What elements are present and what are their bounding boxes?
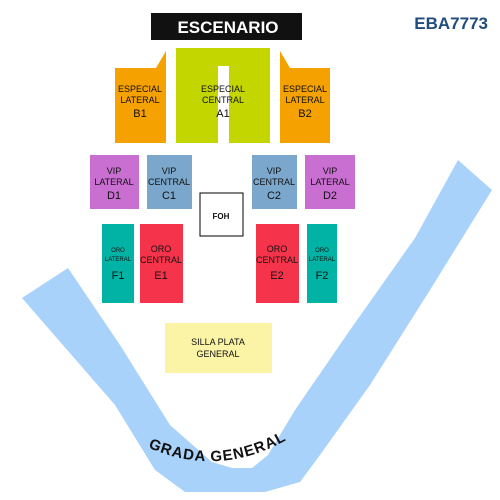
zone-b1-line1: ESPECIAL <box>118 84 162 94</box>
zone-f1-line2: LATERAL <box>105 257 132 263</box>
zone-especial-central-a1[interactable]: ESPECIAL CENTRAL A1 <box>176 48 270 143</box>
zone-e2-area[interactable] <box>256 224 299 303</box>
zone-d2-area[interactable] <box>305 155 355 209</box>
foh-box <box>199 192 244 237</box>
zone-especial-lateral-b2[interactable]: ESPECIAL LATERAL B2 <box>280 51 330 143</box>
zone-c1-code: C1 <box>162 190 176 202</box>
zone-vip-central-c2[interactable]: VIP CENTRAL C2 <box>252 155 297 209</box>
zone-vip-lateral-d2[interactable]: VIP LATERAL D2 <box>305 155 355 209</box>
zone-c1-line1: VIP <box>162 166 177 176</box>
zone-c2-line2: CENTRAL <box>253 177 295 187</box>
zone-c2-area[interactable] <box>252 155 297 209</box>
zone-f1-line1: ORO <box>111 248 125 254</box>
zone-a1-code: A1 <box>216 108 229 120</box>
zone-f1-code: F1 <box>112 270 125 282</box>
zone-b1-code: B1 <box>133 108 146 120</box>
zone-e1-line1: ORO <box>151 244 172 254</box>
zone-c2-line1: VIP <box>267 166 282 176</box>
stage: ESCENARIO <box>151 13 302 40</box>
zone-d2-line1: VIP <box>323 166 338 176</box>
zone-d1-line2: LATERAL <box>94 177 133 187</box>
zone-b2-line1: ESPECIAL <box>283 84 327 94</box>
zone-b2-area[interactable] <box>280 51 330 143</box>
zone-e1-line2: CENTRAL <box>140 255 182 265</box>
zone-oro-central-e2[interactable]: ORO CENTRAL E2 <box>256 224 299 303</box>
zone-b1-area[interactable] <box>115 51 166 143</box>
zone-d1-area[interactable] <box>90 155 139 209</box>
zone-e1-code: E1 <box>154 270 167 282</box>
stage-label: ESCENARIO <box>177 18 278 37</box>
zone-e2-line2: CENTRAL <box>256 255 298 265</box>
zone-d2-line2: LATERAL <box>310 177 349 187</box>
zone-e2-line1: ORO <box>267 244 288 254</box>
zone-f2-code: F2 <box>316 270 329 282</box>
zone-silla-line2: GENERAL <box>196 349 239 359</box>
zone-oro-lateral-f1[interactable]: ORO LATERAL F1 <box>102 224 134 303</box>
zone-oro-central-e1[interactable]: ORO CENTRAL E1 <box>140 224 183 303</box>
zone-a1-area[interactable] <box>176 48 270 143</box>
zone-f2-line2: LATERAL <box>309 257 336 263</box>
zone-d2-code: D2 <box>323 190 337 202</box>
zone-especial-lateral-b1[interactable]: ESPECIAL LATERAL B1 <box>115 51 166 143</box>
zone-a1-line2: CENTRAL <box>202 95 244 105</box>
zone-a1-line1: ESPECIAL <box>201 84 245 94</box>
zone-silla-plata-general[interactable]: SILLA PLATA GENERAL <box>165 323 272 373</box>
zone-silla-area[interactable] <box>165 323 272 373</box>
zone-b1-line2: LATERAL <box>120 95 159 105</box>
zone-f1-area[interactable] <box>102 224 134 303</box>
zone-vip-central-c1[interactable]: VIP CENTRAL C1 <box>147 155 192 209</box>
zone-e2-code: E2 <box>270 270 283 282</box>
zone-d1-code: D1 <box>107 190 121 202</box>
zone-f2-area[interactable] <box>307 224 337 303</box>
zone-c2-code: C2 <box>267 190 281 202</box>
zone-b2-code: B2 <box>298 108 311 120</box>
grada-general-area[interactable] <box>22 160 492 492</box>
zone-oro-lateral-f2[interactable]: ORO LATERAL F2 <box>307 224 337 303</box>
stage-block <box>151 13 302 40</box>
zone-d1-line1: VIP <box>107 166 122 176</box>
zone-b2-line2: LATERAL <box>285 95 324 105</box>
event-code: EBA7773 <box>414 14 488 33</box>
zone-vip-lateral-d1[interactable]: VIP LATERAL D1 <box>90 155 139 209</box>
zone-e1-area[interactable] <box>140 224 183 303</box>
zone-c1-area[interactable] <box>147 155 192 209</box>
foh-label: FOH <box>213 212 230 221</box>
zone-f2-line1: ORO <box>315 248 329 254</box>
zone-c1-line2: CENTRAL <box>148 177 190 187</box>
zone-silla-line1: SILLA PLATA <box>191 337 245 347</box>
foh: FOH <box>199 192 244 237</box>
